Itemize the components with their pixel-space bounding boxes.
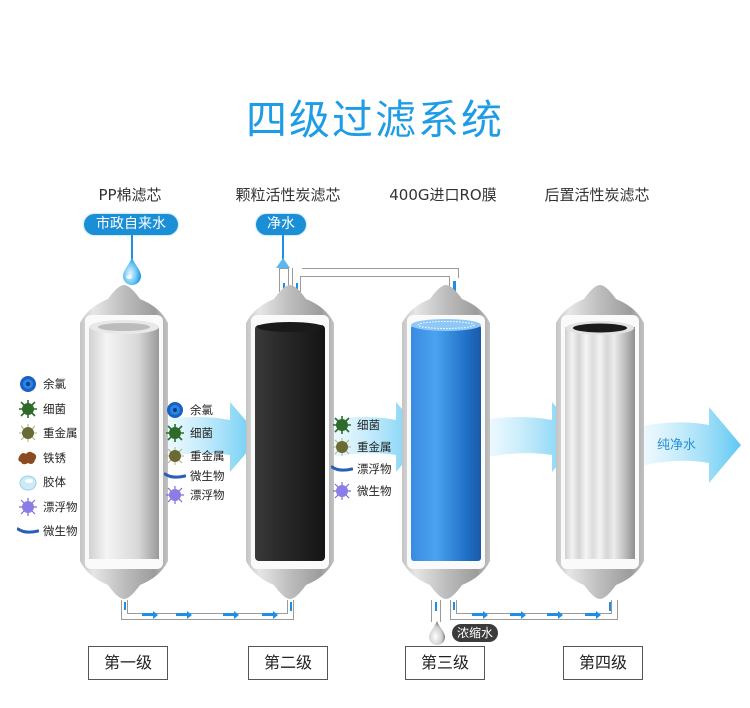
contaminant-label: 细菌 — [43, 401, 66, 416]
stage-2-name: 颗粒活性炭滤芯 — [235, 186, 341, 204]
floating-matter-icon — [19, 497, 37, 516]
inlet-line — [131, 235, 133, 259]
stage2-outlet-pipe — [279, 268, 289, 292]
stage-4-name: 后置活性炭滤芯 — [544, 186, 650, 204]
contaminant-label: 微生物 — [43, 524, 78, 539]
ro-membrane-filter — [402, 285, 490, 599]
contaminant-label: 重金属 — [190, 448, 225, 463]
contaminant-item: 漂浮物 — [17, 495, 78, 520]
flow-right-arrow-icon — [262, 610, 278, 619]
contaminant-item: 细菌 — [331, 414, 392, 436]
pp-cotton-filter — [80, 285, 168, 599]
contaminant-label: 铁锈 — [43, 450, 66, 465]
flow-down-arrow-icon — [453, 281, 456, 293]
flow-right-arrow-icon — [223, 610, 239, 619]
contaminant-item: 漂浮物 — [164, 485, 225, 505]
stage-1-contaminants: 余氯 细菌 重金属 铁锈 胶体 漂浮物 微生物 — [17, 372, 78, 544]
bacteria-icon — [166, 423, 184, 442]
contaminant-item: 重金属 — [164, 444, 225, 467]
contaminant-label: 余氯 — [43, 377, 66, 392]
contaminant-label: 漂浮物 — [43, 499, 78, 514]
stage-2-contaminants: 余氯 细菌 重金属 微生物 漂浮物 — [164, 398, 225, 505]
contaminant-item: 铁锈 — [17, 446, 78, 471]
top-pipe-inner — [300, 276, 450, 292]
chlorine-icon — [167, 401, 183, 418]
microorganism-icon — [17, 527, 39, 534]
contaminant-label: 细菌 — [357, 418, 380, 432]
flow-up-arrow-icon — [609, 602, 611, 611]
bacteria-icon — [333, 416, 351, 434]
contaminant-item: 微生物 — [17, 519, 78, 544]
flow-up-arrow-icon — [283, 283, 285, 292]
stage-4-level: 第四级 — [563, 646, 643, 680]
pure-water-arrow-icon — [637, 407, 741, 483]
flow-up-arrow-icon — [290, 602, 292, 611]
bottom-pipe-1-2-inner — [127, 600, 288, 614]
contaminant-label: 重金属 — [43, 426, 78, 441]
floating-matter-icon — [166, 486, 184, 504]
flow-down-arrow-icon — [124, 602, 126, 610]
flow-up-arrow-icon — [296, 283, 298, 292]
flow-right-arrow-icon — [176, 610, 192, 619]
waste-pipe — [431, 600, 441, 622]
contaminant-item: 细菌 — [17, 397, 78, 422]
contaminant-label: 微生物 — [357, 484, 392, 498]
waste-water-drop-icon — [429, 621, 445, 645]
page-title: 四级过滤系统 — [246, 96, 504, 144]
contaminant-item: 微生物 — [331, 480, 392, 502]
pure-water-label: 纯净水 — [657, 438, 697, 453]
flow-right-arrow-icon — [472, 610, 488, 619]
microorganism-icon — [331, 465, 353, 472]
contaminant-item: 胶体 — [17, 470, 78, 495]
flow-right-arrow-icon — [547, 610, 563, 619]
flow-right-arrow-icon — [510, 610, 526, 619]
bottom-pipe-3-4 — [450, 600, 618, 620]
stage-1-level: 第一级 — [88, 646, 168, 680]
contaminant-label: 微生物 — [190, 469, 225, 483]
floating-matter-icon — [333, 482, 351, 500]
clean-water-line — [282, 235, 284, 263]
bottom-pipe-3-4-inner — [456, 600, 612, 614]
heavy-metal-icon — [19, 424, 37, 443]
contaminant-label: 漂浮物 — [190, 488, 225, 502]
stage-3-level: 第三级 — [405, 646, 485, 680]
flow-right-arrow-icon — [142, 610, 158, 619]
waste-water-tag: 浓缩水 — [452, 624, 499, 642]
microorganism-icon — [164, 472, 186, 479]
contaminant-label: 胶体 — [43, 475, 66, 490]
contaminant-item: 余氯 — [164, 398, 225, 421]
stage-2-level: 第二级 — [248, 646, 328, 680]
contaminant-item: 漂浮物 — [331, 458, 392, 480]
rust-icon — [18, 451, 37, 465]
colloid-icon — [19, 475, 37, 491]
chlorine-icon — [20, 376, 36, 393]
flow-arrow-1-2-icon — [160, 402, 260, 472]
contaminant-label: 漂浮物 — [357, 462, 392, 476]
stage-3-name: 400G进口RO膜 — [389, 186, 497, 204]
water-drop-icon — [123, 257, 141, 285]
flow-down-arrow-icon — [453, 602, 455, 610]
bacteria-icon — [19, 399, 37, 418]
flow-arrow-2-3-icon — [326, 402, 426, 472]
bottom-pipe-1-2 — [121, 600, 294, 620]
contaminant-label: 余氯 — [190, 402, 213, 417]
contaminant-item: 重金属 — [17, 421, 78, 446]
flow-down-arrow-icon — [435, 602, 437, 611]
contaminant-label: 重金属 — [357, 440, 392, 454]
contaminant-item: 细菌 — [164, 421, 225, 444]
granular-carbon-filter — [246, 285, 334, 599]
contaminant-item: 重金属 — [331, 436, 392, 458]
contaminant-item: 微生物 — [164, 467, 225, 485]
stage-1-name: PP棉滤芯 — [98, 186, 162, 204]
stage-3-contaminants: 细菌 重金属 漂浮物 微生物 — [331, 414, 392, 502]
clean-water-arrow-icon — [276, 258, 290, 268]
tap-water-badge: 市政自来水 — [84, 214, 178, 235]
clean-water-badge: 净水 — [256, 214, 306, 235]
contaminant-label: 细菌 — [190, 425, 213, 440]
contaminant-item: 余氯 — [17, 372, 78, 397]
heavy-metal-icon — [166, 446, 184, 465]
post-carbon-filter — [556, 285, 644, 599]
flow-right-arrow-icon — [585, 610, 601, 619]
heavy-metal-icon — [333, 438, 351, 456]
